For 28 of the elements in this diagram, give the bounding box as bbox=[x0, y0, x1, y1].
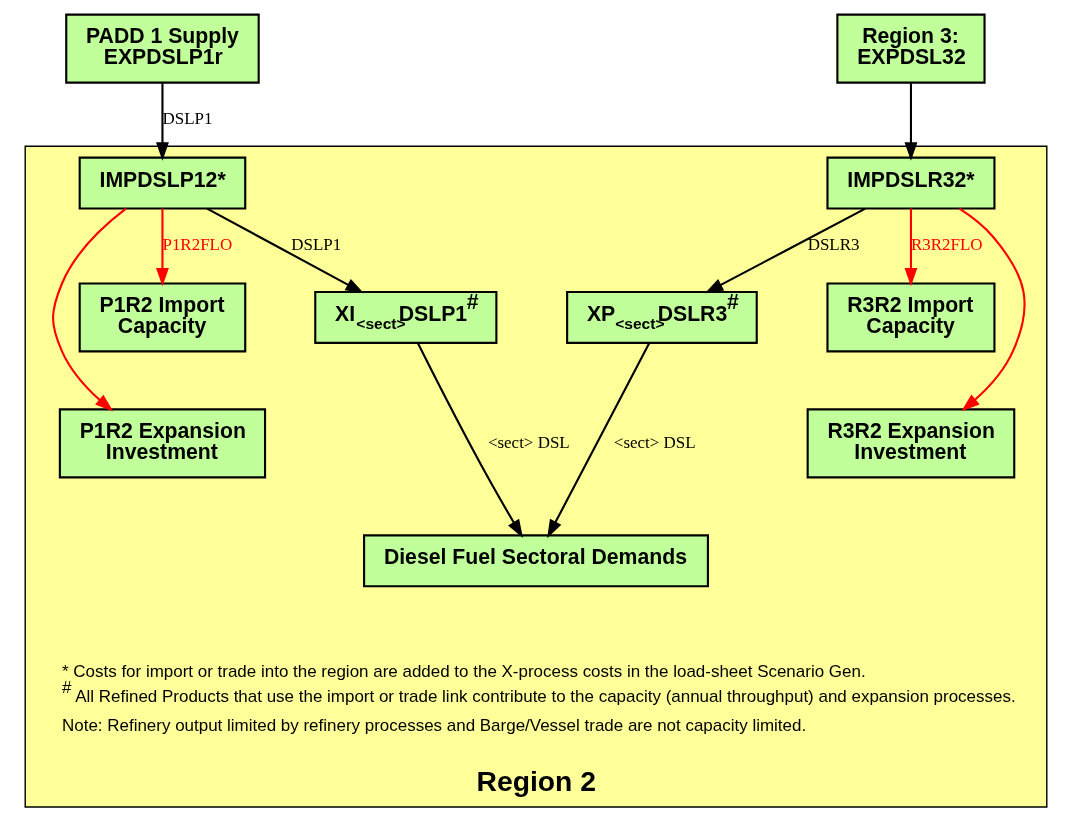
edge-label: DSLR3 bbox=[807, 235, 860, 255]
edge-label: R3R2FLO bbox=[910, 235, 983, 255]
node-box: PADD 1 Supply EXPDSLP1r bbox=[65, 13, 260, 84]
edge-label: P1R2FLO bbox=[162, 235, 233, 255]
arrow bbox=[958, 207, 1026, 412]
node-box: P1R2 Expansion Investment bbox=[58, 408, 267, 479]
node-box: IMPDSLP12* bbox=[78, 156, 247, 210]
edge-label: <sect> DSL bbox=[487, 432, 570, 452]
node-box: Diesel Fuel Sectoral Demands bbox=[363, 534, 709, 588]
arrow bbox=[704, 207, 866, 294]
label: Note: Refinery output limited by refinery processes and Barge/Vessel trade are not capacity limited. bbox=[62, 715, 807, 735]
arrow bbox=[156, 208, 169, 287]
arrow bbox=[547, 342, 651, 539]
arrow bbox=[904, 208, 918, 287]
node-box: R3R2 Import Capacity bbox=[826, 282, 996, 353]
arrow bbox=[156, 83, 169, 161]
label: * Costs for import or trade into the region are added to the X-process costs in the load-sheet Scenario Gen. bbox=[62, 661, 866, 681]
edge-label: DSLP1 bbox=[162, 109, 213, 129]
edge-label: DSLP1 bbox=[291, 235, 342, 255]
arrow bbox=[52, 207, 127, 412]
node-box: Region 3: EXPDSL32 bbox=[836, 13, 986, 84]
arrow bbox=[904, 83, 918, 161]
arrow bbox=[417, 342, 523, 538]
edge-label: <sect> DSL bbox=[613, 432, 696, 452]
node-box: IMPDSLR32* bbox=[826, 156, 996, 210]
node-box: P1R2 Import Capacity bbox=[78, 282, 247, 353]
node-box: R3R2 Expansion Investment bbox=[806, 408, 1016, 479]
arrow bbox=[206, 207, 364, 294]
